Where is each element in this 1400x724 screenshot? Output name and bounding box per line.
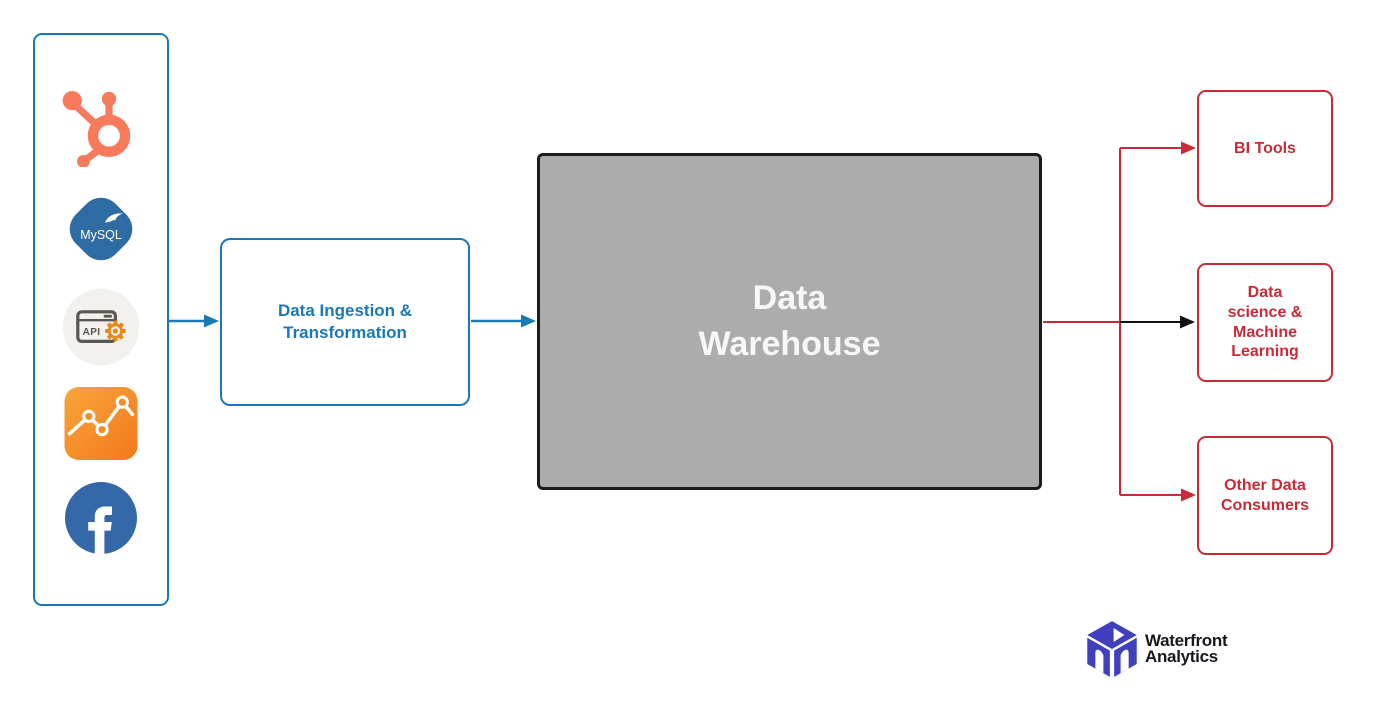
warehouse-output-line bbox=[1043, 148, 1121, 495]
node-label-line: Learning bbox=[1231, 343, 1299, 361]
node-label-line: Data bbox=[1247, 284, 1283, 302]
node-label-line: Consumers bbox=[1220, 496, 1310, 514]
node-label-line: Data bbox=[752, 278, 827, 317]
api-label: API bbox=[83, 327, 101, 338]
bi-tools-node: BI Tools bbox=[1197, 90, 1333, 207]
arrow-to-bi-tools bbox=[1120, 141, 1196, 155]
node-label-line: BI Tools bbox=[1234, 139, 1296, 157]
arrow-sources-to-ingestion bbox=[169, 314, 219, 328]
node-label-line: Machine bbox=[1232, 323, 1297, 341]
waterfront-logo-icon bbox=[1085, 620, 1139, 678]
brand-text-line: Analytics bbox=[1145, 647, 1218, 666]
waterfront-analytics-logo: Waterfront Analytics bbox=[1085, 620, 1228, 678]
brand-text-line: Waterfront bbox=[1145, 631, 1228, 651]
api-icon: API bbox=[61, 287, 141, 367]
other-data-consumers-node: Other Data Consumers bbox=[1197, 436, 1333, 555]
facebook-icon bbox=[65, 482, 137, 554]
node-label-line: Other Data bbox=[1224, 476, 1306, 494]
brand-text: Waterfront Analytics bbox=[1145, 631, 1228, 666]
arrow-ingestion-to-warehouse bbox=[471, 314, 536, 328]
node-label-line: Transformation bbox=[283, 323, 407, 342]
data-sources-panel: MySQL API bbox=[33, 33, 169, 606]
analytics-icon bbox=[64, 387, 138, 460]
arrow-to-data-science bbox=[1120, 315, 1195, 329]
arrow-to-other-consumers bbox=[1120, 488, 1196, 502]
data-science-node: Data science & Machine Learning bbox=[1197, 263, 1333, 382]
hubspot-icon bbox=[61, 87, 141, 167]
mysql-icon: MySQL bbox=[62, 190, 140, 268]
node-label-line: science & bbox=[1227, 303, 1303, 321]
node-label-line: Warehouse bbox=[698, 324, 881, 363]
mysql-label: MySQL bbox=[80, 228, 122, 242]
data-ingestion-node: Data Ingestion & Transformation bbox=[220, 238, 470, 406]
data-warehouse-node: Data Warehouse bbox=[537, 153, 1042, 490]
node-label-line: Data Ingestion & bbox=[277, 300, 413, 320]
